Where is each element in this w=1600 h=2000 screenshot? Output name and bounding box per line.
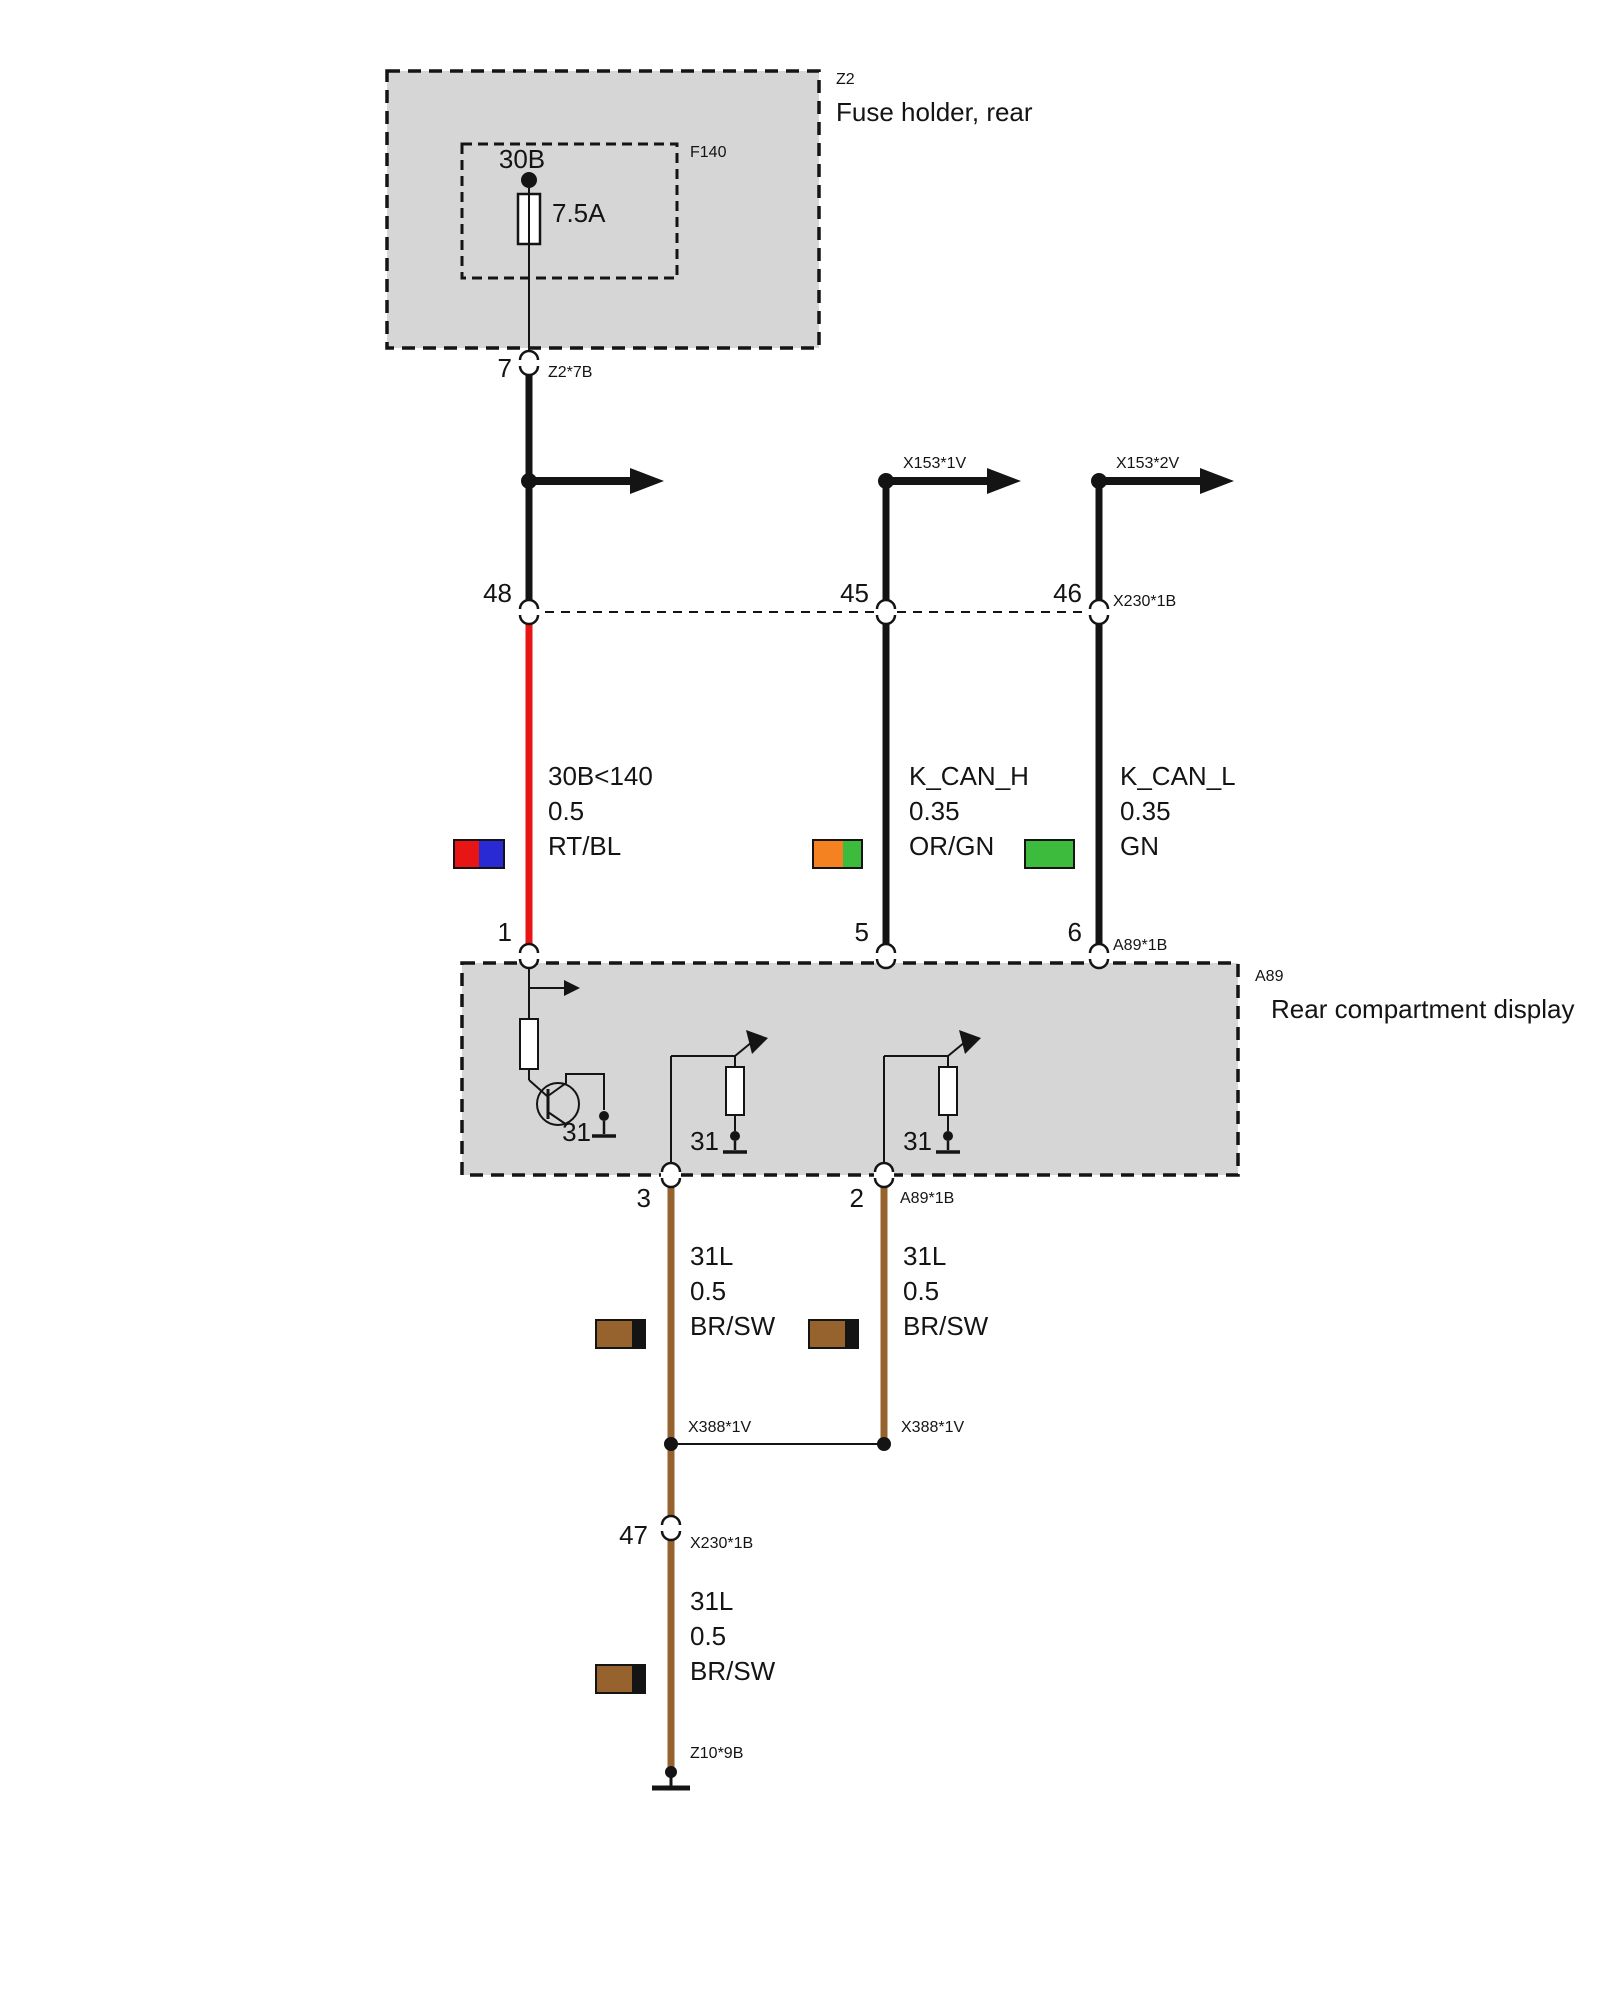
pin-symbol-1 xyxy=(517,942,541,970)
module-ground-circuit-left xyxy=(670,1030,768,1175)
transistor-symbol xyxy=(536,1082,580,1126)
fuse-holder-title: Fuse holder, rear xyxy=(836,97,1033,127)
wire-gnd-tail-code: BR/SW xyxy=(690,1656,776,1686)
pin-symbol-45 xyxy=(874,598,898,626)
wire-gnd-right-name: 31L xyxy=(903,1241,946,1271)
wire-can-h-size: 0.35 xyxy=(909,796,960,826)
wire-can-l-code: GN xyxy=(1120,831,1159,861)
wire-power-code: RT/BL xyxy=(548,831,621,861)
fuse-ref-label: F140 xyxy=(690,144,727,161)
connector-a89-label-top: A89*1B xyxy=(1113,937,1167,954)
chassis-ground xyxy=(652,1766,690,1791)
resistor-symbol xyxy=(725,1066,745,1116)
display-module-box xyxy=(460,958,1240,1177)
wire-can-h-code: OR/GN xyxy=(909,831,994,861)
module-power-circuit xyxy=(519,958,616,1138)
pin-6-label: 6 xyxy=(1068,917,1082,947)
wire-can-l-name: K_CAN_L xyxy=(1120,761,1236,791)
fuse-holder-outline xyxy=(385,69,821,350)
pin-symbol-3 xyxy=(659,1161,683,1189)
connector-x230-label-top: X230*1B xyxy=(1113,593,1176,610)
power-wire-run xyxy=(521,367,664,614)
swatch-br-sw-right xyxy=(808,1319,859,1349)
fuse-holder-box xyxy=(385,69,821,357)
ground-junction xyxy=(664,1437,891,1451)
pin-1-label: 1 xyxy=(498,917,512,947)
pin-symbol-2 xyxy=(872,1161,896,1189)
fuse-outline xyxy=(460,142,679,280)
connector-x230-label-bottom: X230*1B xyxy=(690,1535,753,1552)
junction-label-right: X388*1V xyxy=(901,1419,964,1436)
resistor-symbol xyxy=(938,1066,958,1116)
pin-45-label: 45 xyxy=(840,578,869,608)
fuse-holder-ref: Z2 xyxy=(836,71,855,88)
wire-can-h-name: K_CAN_H xyxy=(909,761,1029,791)
internal-arrow-icon xyxy=(564,980,580,996)
pin-48-label: 48 xyxy=(483,578,512,608)
wire-can-l-size: 0.35 xyxy=(1120,796,1171,826)
wire-gnd-right-code: BR/SW xyxy=(903,1311,989,1341)
swatch-gn xyxy=(1024,839,1075,869)
fuse-input-dot xyxy=(521,172,537,188)
can-l-tap xyxy=(1091,468,1234,614)
wire-gnd-left-size: 0.5 xyxy=(690,1276,726,1306)
tap-label-x153-2v: X153*2V xyxy=(1116,455,1179,472)
signal-arrow-icon xyxy=(746,1030,768,1054)
ground-31-label-right: 31 xyxy=(903,1126,932,1156)
ground-31-label-left: 31 xyxy=(562,1117,591,1147)
can-h-tap xyxy=(878,468,1021,614)
swatch-or-gn xyxy=(812,839,863,869)
connector-a89-label-bottom: A89*1B xyxy=(900,1190,954,1207)
junction-dot-left xyxy=(664,1437,678,1451)
connector-z2-7b-label: Z2*7B xyxy=(548,364,592,381)
pin-3-label: 3 xyxy=(637,1183,651,1213)
wire-gnd-tail-size: 0.5 xyxy=(690,1621,726,1651)
ground-dot xyxy=(730,1131,740,1141)
signal-arrow-icon xyxy=(959,1030,981,1054)
ground-31-label-mid: 31 xyxy=(690,1126,719,1156)
wire-gnd-right-size: 0.5 xyxy=(903,1276,939,1306)
pin-symbol-7 xyxy=(517,349,541,377)
ground-ref-label: Z10*9B xyxy=(690,1745,743,1762)
junction-label-left: X388*1V xyxy=(688,1419,751,1436)
can-l-arrow-icon xyxy=(1200,468,1234,494)
wire-power-name: 30B<140 xyxy=(548,761,653,791)
ground-dot xyxy=(599,1111,609,1121)
swatch-br-sw-left xyxy=(595,1319,646,1349)
can-h-arrow-icon xyxy=(987,468,1021,494)
pin-symbol-6 xyxy=(1087,942,1111,970)
pin-symbol-46 xyxy=(1087,598,1111,626)
ground-dot xyxy=(943,1131,953,1141)
pin-47-label: 47 xyxy=(619,1520,648,1550)
fuse-rating-label: 7.5A xyxy=(552,198,606,228)
pin-symbol-5 xyxy=(874,942,898,970)
module-title: Rear compartment display xyxy=(1271,994,1574,1024)
swatch-br-sw-tail xyxy=(595,1664,646,1694)
pin-7-label: 7 xyxy=(498,353,512,383)
pin-symbol-47 xyxy=(659,1514,683,1542)
wire-power-size: 0.5 xyxy=(548,796,584,826)
pin-5-label: 5 xyxy=(855,917,869,947)
wire-gnd-left-code: BR/SW xyxy=(690,1311,776,1341)
wire-gnd-tail-name: 31L xyxy=(690,1586,733,1616)
module-ground-circuit-right xyxy=(883,1030,981,1175)
pin-symbol-48 xyxy=(517,598,541,626)
resistor-symbol xyxy=(519,1018,539,1070)
display-module-outline xyxy=(460,961,1240,1177)
power-branch-arrow-icon xyxy=(630,468,664,494)
pin-46-label: 46 xyxy=(1053,578,1082,608)
pin-2-label: 2 xyxy=(850,1183,864,1213)
tap-label-x153-1v: X153*1V xyxy=(903,455,966,472)
module-ref-label: A89 xyxy=(1255,968,1284,985)
wire-gnd-left-name: 31L xyxy=(690,1241,733,1271)
swatch-rt-bl xyxy=(453,839,505,869)
fuse-input-label: 30B xyxy=(499,144,545,174)
junction-dot-right xyxy=(877,1437,891,1451)
